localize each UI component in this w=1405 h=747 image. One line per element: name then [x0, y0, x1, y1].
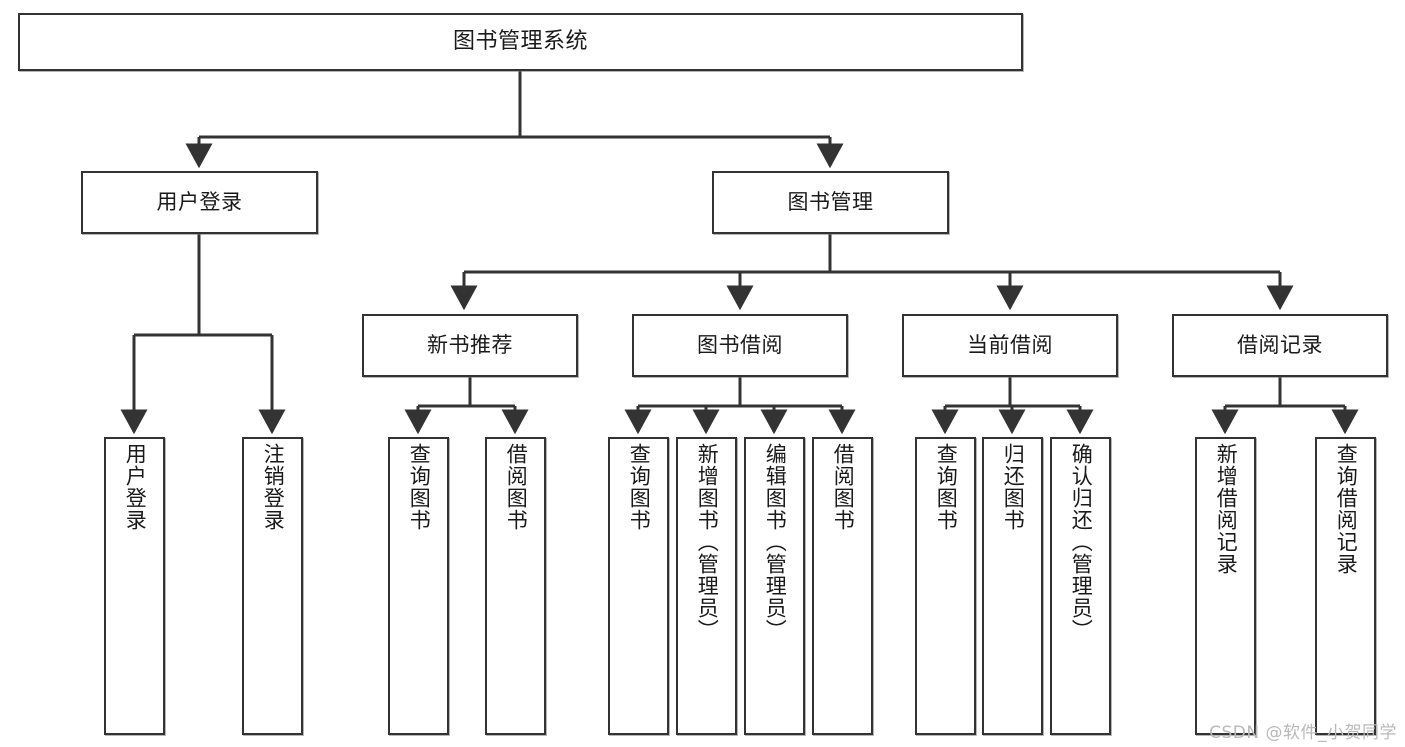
node-book-borrow[interactable]: 图书借阅	[632, 314, 848, 377]
leaf-newbook-search[interactable]: 查询图书	[388, 437, 449, 735]
leaf-logout-label: 注销登录	[261, 443, 286, 531]
leaf-borrow-edit-admin[interactable]: 编辑图书（管理员）	[744, 437, 805, 735]
leaf-logout[interactable]: 注销登录	[242, 437, 303, 735]
node-current-borrow-label: 当前借阅	[967, 333, 1053, 358]
leaf-newbook-borrow-label: 借阅图书	[504, 443, 529, 531]
leaf-current-search-label: 查询图书	[934, 443, 959, 531]
leaf-current-search[interactable]: 查询图书	[915, 437, 976, 735]
leaf-current-confirm-admin-label: 确认归还（管理员）	[1069, 443, 1094, 641]
leaf-borrow-add-admin[interactable]: 新增图书（管理员）	[676, 437, 737, 735]
leaf-user-login-label: 用户登录	[123, 443, 148, 531]
leaf-borrow-book-label: 借阅图书	[831, 443, 856, 531]
leaf-newbook-borrow[interactable]: 借阅图书	[485, 437, 546, 735]
node-borrow-record[interactable]: 借阅记录	[1172, 314, 1388, 377]
node-new-book-recommend[interactable]: 新书推荐	[362, 314, 578, 377]
leaf-user-login[interactable]: 用户登录	[104, 437, 165, 735]
leaf-borrow-add-admin-label: 新增图书（管理员）	[695, 443, 720, 641]
node-book-borrow-label: 图书借阅	[697, 333, 783, 358]
node-book-management[interactable]: 图书管理	[712, 171, 949, 234]
leaf-record-search-label: 查询借阅记录	[1334, 443, 1359, 575]
node-book-management-label: 图书管理	[787, 190, 874, 215]
leaf-current-return-label: 归还图书	[1001, 443, 1026, 531]
leaf-record-search[interactable]: 查询借阅记录	[1315, 437, 1376, 735]
node-new-book-recommend-label: 新书推荐	[427, 333, 513, 358]
leaf-borrow-search-label: 查询图书	[627, 443, 652, 531]
node-user-login[interactable]: 用户登录	[81, 171, 318, 234]
node-borrow-record-label: 借阅记录	[1237, 333, 1323, 358]
node-current-borrow[interactable]: 当前借阅	[902, 314, 1118, 377]
leaf-current-confirm-admin[interactable]: 确认归还（管理员）	[1050, 437, 1111, 735]
leaf-newbook-search-label: 查询图书	[407, 443, 432, 531]
node-root-label: 图书管理系统	[452, 29, 588, 55]
leaf-borrow-search[interactable]: 查询图书	[608, 437, 669, 735]
leaf-record-add[interactable]: 新增借阅记录	[1195, 437, 1256, 735]
csdn-watermark: CSDN @软件_小贺同学	[1209, 723, 1397, 743]
leaf-current-return[interactable]: 归还图书	[982, 437, 1043, 735]
node-user-login-label: 用户登录	[156, 190, 243, 215]
leaf-borrow-book[interactable]: 借阅图书	[812, 437, 873, 735]
leaf-record-add-label: 新增借阅记录	[1214, 443, 1239, 575]
leaf-borrow-edit-admin-label: 编辑图书（管理员）	[763, 443, 788, 641]
node-root[interactable]: 图书管理系统	[18, 13, 1023, 71]
